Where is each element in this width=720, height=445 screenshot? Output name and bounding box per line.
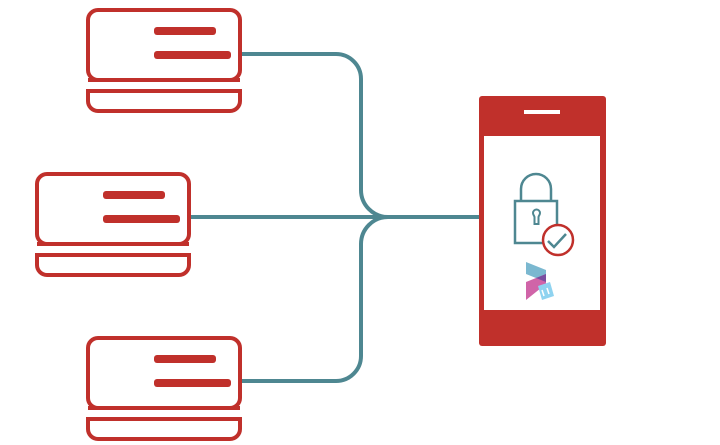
connector-bottom [242,215,480,383]
app-logo [526,262,554,300]
lock-icon [513,172,559,245]
card-top [86,8,242,113]
connector-top [242,52,480,219]
mobile-phone [479,96,606,346]
check-icon [541,223,575,257]
phone-speaker [524,110,560,114]
card-middle [35,172,191,277]
connectors [190,52,480,383]
card-bottom [86,336,242,441]
